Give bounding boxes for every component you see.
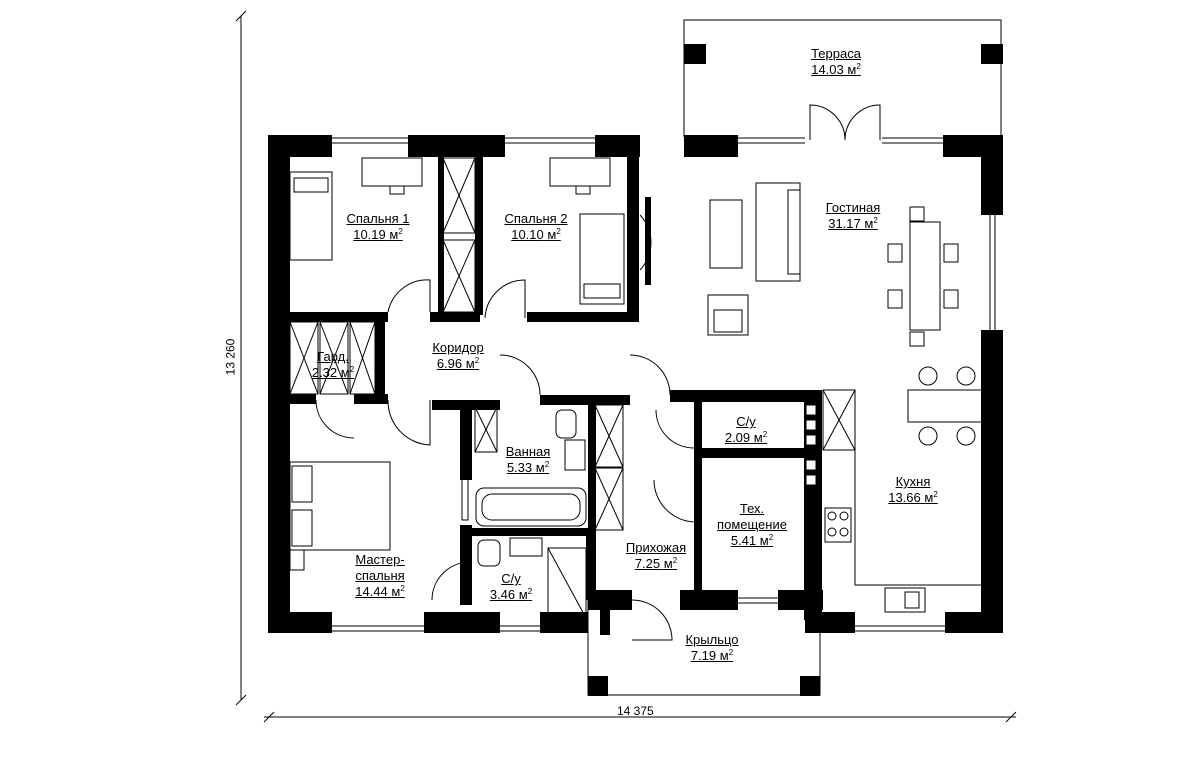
room-area: 7.19 м2: [690, 648, 734, 663]
porch-outline: [587, 600, 821, 696]
dimension-line-height: [235, 10, 247, 706]
room-name: Спальня 1: [346, 211, 410, 226]
room-name-line2: спальня: [355, 568, 405, 583]
room-name: С/у: [736, 414, 756, 429]
room-area: 5.33 м2: [506, 460, 550, 475]
room-name: Прихожая: [625, 540, 687, 555]
room-area: 2.09 м2: [724, 430, 768, 445]
furniture: [289, 157, 987, 619]
walls: [268, 44, 1003, 696]
room-name: Мастер-: [355, 552, 405, 567]
room-area: 31.17 м2: [828, 216, 878, 231]
terrace-outline: [683, 19, 1002, 137]
room-name: Спальня 2: [504, 211, 568, 226]
room-name-line2: помещение: [717, 517, 787, 532]
room-name: С/у: [501, 571, 521, 586]
room-name: Коридор: [432, 340, 484, 355]
room-area: 13.66 м2: [888, 490, 938, 505]
room-name: Тех.: [739, 501, 765, 516]
room-area: 2.32 м2: [311, 365, 355, 380]
room-name: Гостиная: [825, 200, 881, 215]
vent-blocks: [805, 404, 817, 486]
windows: [332, 137, 996, 632]
room-area: 14.44 м2: [355, 584, 405, 599]
room-name: Крыльцо: [685, 632, 739, 647]
room-area: 3.46 м2: [489, 587, 533, 602]
dimension-height-label: 13 260: [223, 338, 238, 376]
dimension-line-width: [263, 711, 1017, 723]
room-area: 7.25 м2: [634, 556, 678, 571]
room-name: Терраса: [811, 46, 861, 61]
room-area: 10.10 м2: [511, 227, 561, 242]
room-name: Кухня: [895, 474, 931, 489]
room-area: 6.96 м2: [436, 356, 480, 371]
room-area: 5.41 м2: [730, 533, 774, 548]
room-label-wardrobe: Гард.2.32 м2: [312, 349, 354, 381]
room-area: 10.19 м2: [353, 227, 403, 242]
room-name: Гард.: [317, 349, 349, 364]
room-area: 14.03 м2: [811, 62, 861, 77]
room-name: Ванная: [505, 444, 551, 459]
door-arcs: [315, 104, 881, 641]
dimension-width-label: 14 375: [617, 704, 654, 718]
